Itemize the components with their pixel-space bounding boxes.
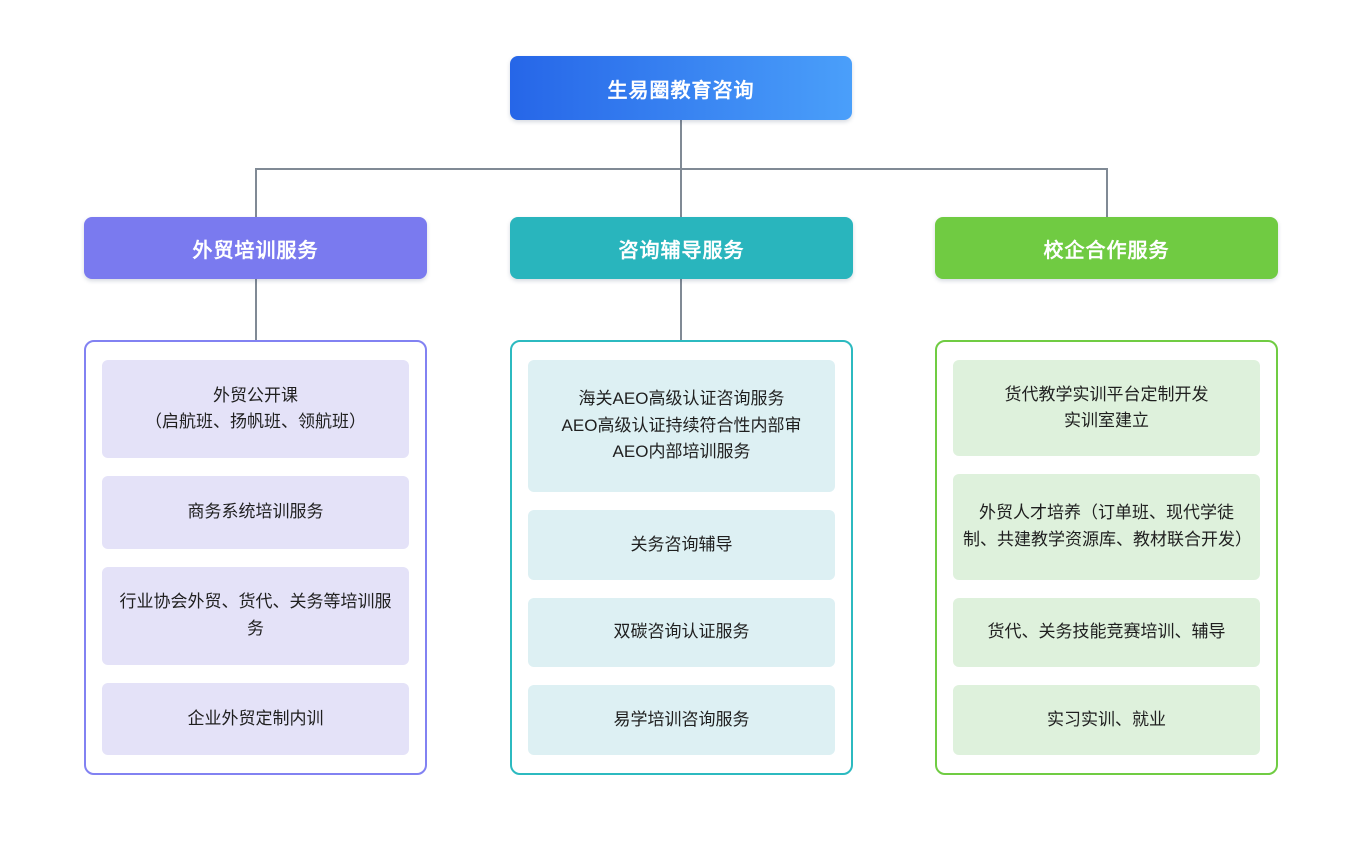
service-item: 关务咨询辅导 — [528, 509, 835, 580]
service-item-label: 双碳咨询认证服务 — [613, 622, 750, 642]
connector-branch-2-to-group — [680, 279, 682, 341]
branch-header-label: 外贸培训服务 — [192, 239, 319, 262]
service-item-label: 外贸人才培养（订单班、现代学徒制、共建教学资源库、教材联合开发） — [963, 503, 1252, 549]
connector-drop-branch-2 — [680, 168, 682, 217]
connector-branch-1-to-group — [255, 279, 257, 341]
branch-group-school-enterprise: 货代教学实训平台定制开发 实训室建立 外贸人才培养（订单班、现代学徒制、共建教学… — [935, 340, 1278, 775]
service-item: 货代、关务技能竞赛培训、辅导 — [953, 597, 1260, 668]
branch-header-consulting: 咨询辅导服务 — [510, 217, 853, 279]
service-item-label: 外贸公开课 （启航班、扬帆班、领航班） — [145, 385, 366, 432]
branch-header-school-enterprise: 校企合作服务 — [935, 217, 1278, 279]
service-item-label: 关务咨询辅导 — [630, 534, 733, 554]
branch-group-consulting: 海关AEO高级认证咨询服务 AEO高级认证持续符合性内部审 AEO内部培训服务 … — [510, 340, 853, 775]
service-item: 行业协会外贸、货代、关务等培训服务 — [102, 566, 409, 665]
service-item: 实习实训、就业 — [953, 685, 1260, 755]
service-item: 企业外贸定制内训 — [102, 682, 409, 755]
connector-root-stem — [680, 120, 682, 168]
service-item: 商务系统培训服务 — [102, 476, 409, 549]
service-item-label: 海关AEO高级认证咨询服务 AEO高级认证持续符合性内部审 AEO内部培训服务 — [561, 389, 802, 462]
root-node-label: 生易圈教育咨询 — [607, 79, 755, 102]
branch-header-label: 咨询辅导服务 — [618, 239, 745, 262]
service-item-label: 易学培训咨询服务 — [613, 709, 750, 729]
service-item: 货代教学实训平台定制开发 实训室建立 — [953, 360, 1260, 457]
service-item: 双碳咨询认证服务 — [528, 597, 835, 668]
branch-header-trade-training: 外贸培训服务 — [84, 217, 427, 279]
branch-group-trade-training: 外贸公开课 （启航班、扬帆班、领航班） 商务系统培训服务 行业协会外贸、货代、关… — [84, 340, 427, 775]
connector-drop-branch-3 — [1106, 168, 1108, 217]
service-item-label: 货代、关务技能竞赛培训、辅导 — [987, 622, 1226, 642]
service-item-label: 商务系统培训服务 — [187, 502, 324, 522]
root-node: 生易圈教育咨询 — [510, 56, 852, 120]
service-item-label: 货代教学实训平台定制开发 实训室建立 — [1004, 384, 1209, 431]
service-item: 易学培训咨询服务 — [528, 685, 835, 755]
service-item: 外贸人才培养（订单班、现代学徒制、共建教学资源库、教材联合开发） — [953, 474, 1260, 580]
branch-header-label: 校企合作服务 — [1043, 239, 1170, 262]
service-item: 海关AEO高级认证咨询服务 AEO高级认证持续符合性内部审 AEO内部培训服务 — [528, 360, 835, 492]
service-item-label: 实习实训、就业 — [1047, 709, 1166, 729]
service-item: 外贸公开课 （启航班、扬帆班、领航班） — [102, 360, 409, 459]
connector-drop-branch-1 — [255, 168, 257, 217]
service-item-label: 企业外贸定制内训 — [187, 708, 324, 728]
service-item-label: 行业协会外贸、货代、关务等培训服务 — [119, 592, 392, 638]
